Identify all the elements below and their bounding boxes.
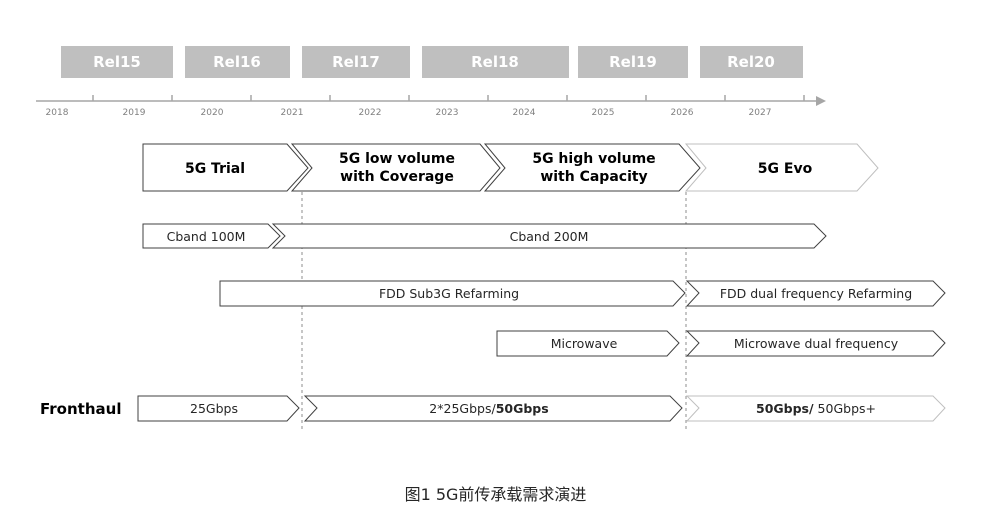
fronthaul-stage3-bold: 50Gbps/: [756, 401, 814, 416]
microwave-dual-label: Microwave dual frequency: [734, 336, 899, 351]
release-label-rel18: Rel18: [471, 53, 519, 71]
release-label-rel15: Rel15: [93, 53, 141, 71]
year-label: 2020: [201, 108, 224, 118]
fronthaul-stage1-arrow: [137, 395, 300, 422]
phase-label-evo: 5G Evo: [758, 161, 813, 177]
microwave-dual-arrow: [685, 330, 946, 357]
year-label: 2024: [513, 108, 536, 118]
phase-arrow-low-volume: [290, 143, 501, 192]
fronthaul-stage2-bold: 50Gbps: [496, 401, 549, 416]
release-box-rel18: [422, 46, 569, 78]
fdd-sub3g-arrow: [219, 280, 686, 307]
release-box-rel16: [185, 46, 290, 78]
release-label-rel16: Rel16: [213, 53, 261, 71]
fronthaul-stage3-suffix: 50Gbps+: [814, 401, 876, 416]
fronthaul-label: Fronthaul: [40, 400, 121, 418]
year-label: 2019: [123, 108, 146, 118]
cband-row: Cband 100M Cband 200M: [142, 223, 827, 249]
microwave-arrow: [496, 330, 680, 357]
fdd-dual-arrow: [685, 280, 946, 307]
year-label: 2021: [281, 108, 304, 118]
year-label: 2022: [359, 108, 382, 118]
cband-100-label: Cband 100M: [167, 229, 246, 244]
phase-label-high-volume-line2: with Capacity: [540, 169, 647, 185]
fronthaul-stage2-prefix: 2*25Gbps/: [429, 401, 496, 416]
phase-row: 5G Trial 5G low volume with Coverage 5G …: [142, 143, 879, 192]
phase-label-low-volume-line1: 5G low volume: [339, 151, 455, 167]
phase-arrow-evo: [684, 143, 879, 192]
fdd-row: FDD Sub3G Refarming FDD dual frequency R…: [219, 280, 946, 307]
cband-200-arrow: [271, 223, 827, 249]
release-box-rel17: [302, 46, 410, 78]
year-label: 2018: [46, 108, 69, 118]
fronthaul-stage3-label: 50Gbps/ 50Gbps+: [756, 401, 876, 416]
phase-label-high-volume-line1: 5G high volume: [532, 151, 655, 167]
year-label: 2027: [749, 108, 772, 118]
fronthaul-stage2-label: 2*25Gbps/50Gbps: [429, 401, 548, 416]
fronthaul-stage1-label: 25Gbps: [190, 401, 238, 416]
microwave-row: Microwave Microwave dual frequency: [496, 330, 946, 357]
release-label-rel17: Rel17: [332, 53, 380, 71]
phase-arrow-trial: [142, 143, 309, 192]
release-box-rel15: [61, 46, 173, 78]
year-label: 2026: [671, 108, 694, 118]
fdd-sub3g-label: FDD Sub3G Refarming: [379, 286, 519, 301]
release-box-rel20: [700, 46, 803, 78]
release-label-rel20: Rel20: [727, 53, 775, 71]
release-label-rel19: Rel19: [609, 53, 657, 71]
fronthaul-stage3-arrow: [685, 395, 946, 422]
fronthaul-row: Fronthaul 25Gbps 2*25Gbps/50Gbps 50Gbps/…: [40, 395, 946, 422]
phase-label-trial: 5G Trial: [185, 161, 245, 177]
cband-100-arrow: [142, 223, 281, 249]
release-box-rel19: [578, 46, 688, 78]
release-row: Rel15 Rel16 Rel17 Rel18 Rel19 Rel20: [61, 46, 803, 78]
timeline-axis: 2018 2019 2020 2021 2022 2023 2024 2025 …: [36, 95, 826, 118]
phase-arrow-high-volume: [483, 143, 701, 192]
phase-label-low-volume-line2: with Coverage: [340, 169, 454, 185]
microwave-label: Microwave: [551, 336, 618, 351]
figure-caption: 图1 5G前传承载需求演进: [404, 485, 587, 504]
axis-arrowhead: [816, 96, 826, 106]
year-label: 2025: [592, 108, 615, 118]
fdd-dual-label: FDD dual frequency Refarming: [720, 286, 912, 301]
year-label: 2023: [436, 108, 459, 118]
cband-200-label: Cband 200M: [510, 229, 589, 244]
fronthaul-stage2-arrow: [303, 395, 683, 422]
